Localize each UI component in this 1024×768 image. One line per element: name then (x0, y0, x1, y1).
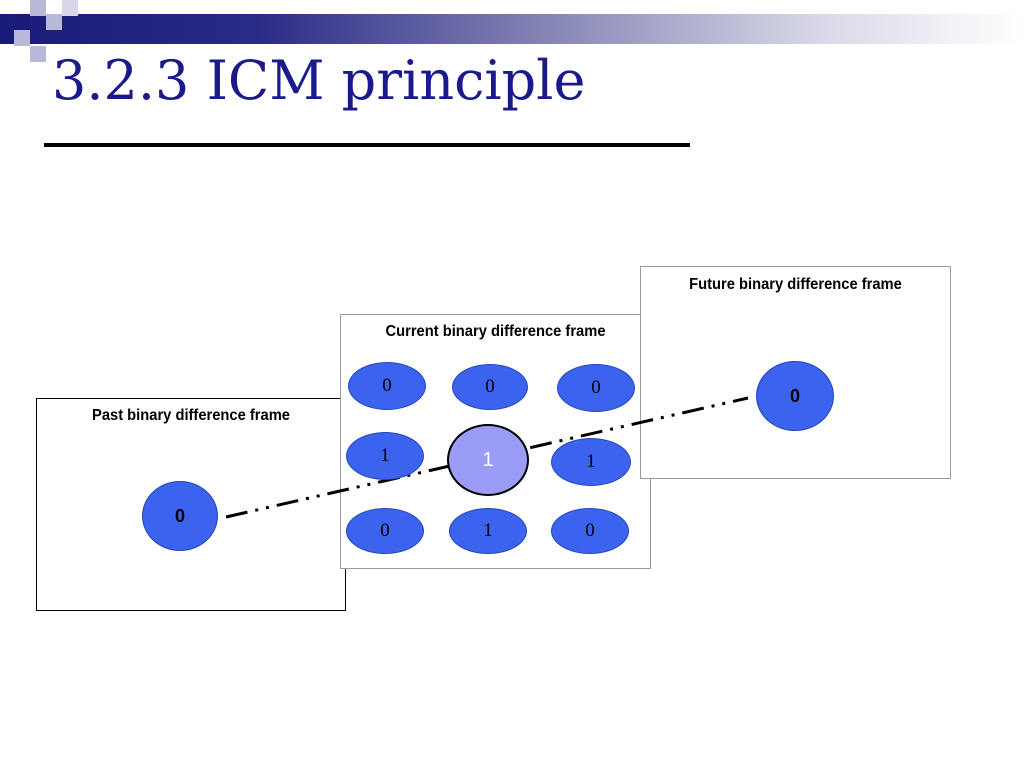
current-frame-label: Current binary difference frame (385, 323, 606, 340)
header-square (14, 30, 30, 46)
current-pixel-middle-right: 1 (551, 438, 631, 486)
header-square (30, 0, 46, 16)
header-square (30, 46, 46, 62)
header-band (0, 14, 1024, 44)
title-underline (44, 143, 690, 147)
current-pixel-bottom-center: 1 (449, 508, 527, 554)
past-frame-label: Past binary difference frame (91, 407, 290, 424)
current-pixel-bottom-right: 0 (551, 508, 629, 554)
page-title: 3.2.3 ICM principle (52, 49, 586, 112)
current-pixel-top-left: 0 (348, 362, 426, 410)
header-square (62, 0, 78, 16)
header-square (46, 14, 62, 30)
current-pixel-top-right: 0 (557, 364, 635, 412)
current-pixel-middle-left: 1 (346, 432, 424, 480)
future-frame-label: Future binary difference frame (689, 276, 902, 293)
current-pixel-center: 1 (447, 424, 529, 496)
current-pixel-top-center: 0 (452, 364, 528, 410)
header-square (14, 14, 30, 30)
past-pixel: 0 (142, 481, 218, 551)
future-pixel: 0 (756, 361, 834, 431)
current-pixel-bottom-left: 0 (346, 508, 424, 554)
